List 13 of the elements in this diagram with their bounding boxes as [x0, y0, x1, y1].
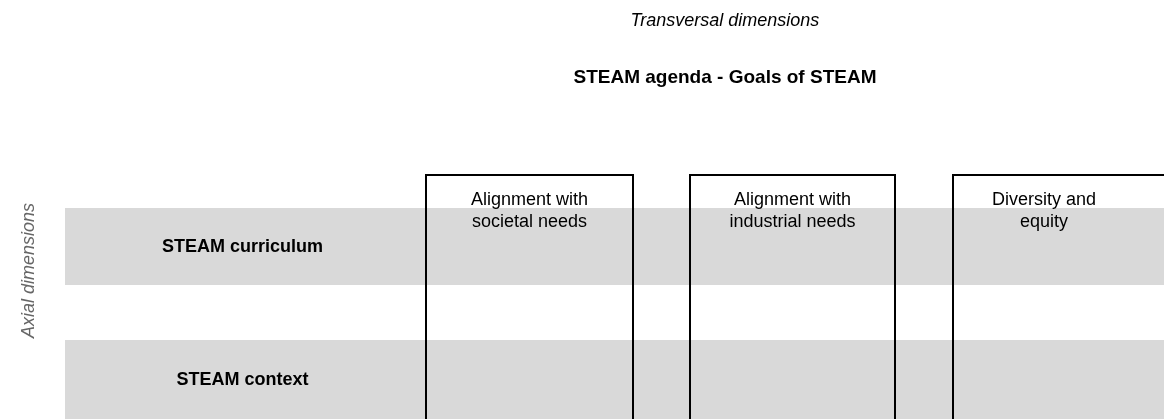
row-band: [65, 208, 1164, 285]
row-heading: STEAM context: [175, 369, 310, 390]
section-heading: STEAM agenda - Goals of STEAM: [573, 66, 877, 88]
column-heading: Alignment with societal needs: [469, 188, 590, 232]
column-box: [952, 174, 1164, 419]
axis-title: Transversal dimensions: [630, 9, 820, 31]
column-box: [689, 174, 896, 419]
column-heading: Alignment with industrial needs: [728, 188, 857, 232]
row-band: [65, 340, 1164, 419]
column-box: [425, 174, 634, 419]
column-heading: Diversity and equity: [990, 188, 1097, 232]
row-heading: STEAM curriculum: [161, 236, 324, 257]
axis-title: Axial dimensions: [17, 202, 39, 338]
